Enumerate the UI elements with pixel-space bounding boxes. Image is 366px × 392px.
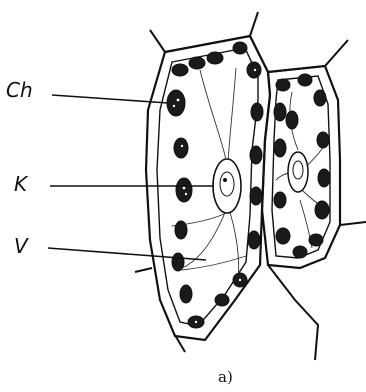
label-vacuole: V <box>14 236 28 256</box>
nucleus-right-cell <box>288 152 308 192</box>
figure-caption: a) <box>218 368 233 386</box>
label-nucleus: K <box>14 174 27 194</box>
nucleus <box>213 159 241 213</box>
label-chloroplast: Ch <box>6 80 33 100</box>
